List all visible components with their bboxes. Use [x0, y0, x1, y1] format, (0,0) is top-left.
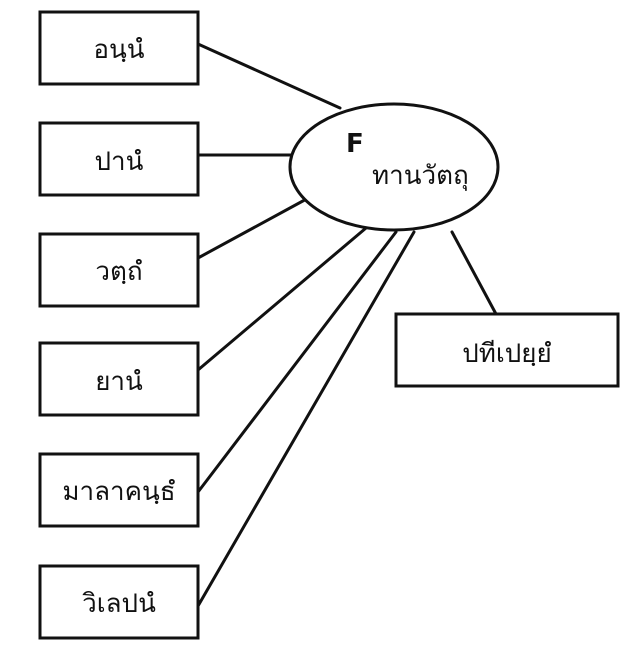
link-item-1 — [196, 42, 342, 110]
link-item-4 — [196, 226, 368, 372]
item-label-4: ยานํ — [95, 367, 143, 397]
connector-lines — [196, 42, 498, 608]
item-label-3: วตฺถํ — [95, 257, 142, 287]
item-label-2: ปานํ — [95, 147, 144, 177]
link-item-3 — [196, 194, 314, 260]
link-item-5 — [196, 230, 398, 494]
item-box-3: วตฺถํ — [38, 232, 200, 308]
center-ellipse — [288, 102, 500, 232]
item-label-1: อนฺนํ — [93, 35, 144, 65]
item-label-5: มาลาคนฺธํ — [62, 477, 175, 507]
item-box-4: ยานํ — [38, 341, 200, 417]
right-item: ปทีเปยฺยํ — [394, 312, 620, 388]
center-label: ทานวัตถุ — [372, 161, 469, 191]
item-box-6: วิเลปนํ — [38, 564, 200, 640]
link-item-6 — [196, 230, 416, 608]
right-item-box — [394, 312, 620, 388]
item-box-2: ปานํ — [38, 121, 200, 197]
left-items: อนฺนํ ปานํ วตฺถํ ยานํ มาลาคนฺธํ วิเลปนํ — [38, 10, 200, 640]
center-node: F ทานวัตถุ — [288, 102, 500, 232]
item-label-6: วิเลปนํ — [82, 589, 156, 619]
link-right-item — [450, 230, 498, 316]
right-item-label: ปทีเปยฺยํ — [462, 339, 552, 369]
item-box-5: มาลาคนฺธํ — [38, 452, 200, 528]
center-mark: F — [346, 129, 364, 159]
item-box-1: อนฺนํ — [38, 10, 200, 86]
